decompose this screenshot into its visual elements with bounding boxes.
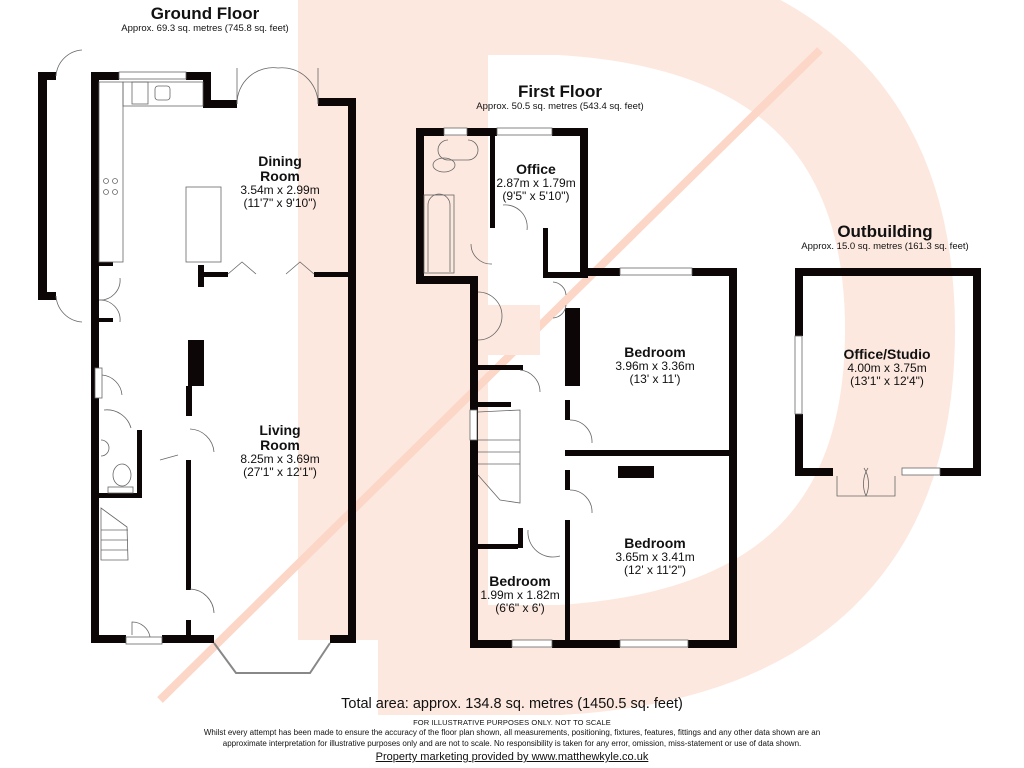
room-metric: 2.87m x 1.79m xyxy=(496,176,576,190)
room-imperial: (6'6" x 6') xyxy=(495,601,545,615)
outbuilding-area: Approx. 15.0 sq. metres (161.3 sq. feet) xyxy=(801,241,969,252)
outbuilding-title: Outbuilding xyxy=(837,222,933,241)
room-metric: 3.96m x 3.36m xyxy=(615,359,695,373)
room-name: Office xyxy=(516,161,556,177)
room-imperial: (27'1" x 12'1") xyxy=(243,465,317,479)
ground-floor-title: Ground Floor xyxy=(150,4,260,23)
disclaimer-title: FOR ILLUSTRATIVE PURPOSES ONLY. NOT TO S… xyxy=(413,718,611,727)
room-name: Bedroom xyxy=(624,535,686,551)
first-floor-fixtures xyxy=(423,127,693,648)
room-imperial: (13'1" x 12'4") xyxy=(850,374,924,388)
room-name: Dining xyxy=(258,153,302,169)
watermark-logo xyxy=(157,0,956,715)
first-floor-plan xyxy=(416,128,737,648)
room-imperial: (13' x 11') xyxy=(629,372,681,386)
room-metric: 3.54m x 2.99m xyxy=(240,183,320,197)
room-imperial: (9'5" x 5'10") xyxy=(502,189,570,203)
disclaimer: Whilst every attempt has been made to en… xyxy=(0,727,1024,749)
room-living-room: Living Room 8.25m x 3.69m (27'1" x 12'1"… xyxy=(218,423,342,479)
total-area: Total area: approx. 134.8 sq. metres (14… xyxy=(341,696,683,712)
disclaimer-line-2: approximate interpretation for illustrat… xyxy=(222,739,802,748)
ground-floor-plan xyxy=(38,72,356,643)
room-metric: 4.00m x 3.75m xyxy=(847,361,927,375)
outbuilding-plan xyxy=(795,268,981,476)
room-metric: 8.25m x 3.69m xyxy=(240,452,320,466)
room-imperial: (12' x 11'2") xyxy=(624,563,686,577)
room-name: Room xyxy=(260,437,300,453)
first-floor-heading: First Floor Approx. 50.5 sq. metres (543… xyxy=(440,82,680,113)
room-name: Office/Studio xyxy=(843,346,931,362)
room-office-studio: Office/Studio 4.00m x 3.75m (13'1" x 12'… xyxy=(812,347,962,388)
ground-floor-area: Approx. 69.3 sq. metres (745.8 sq. feet) xyxy=(121,23,289,34)
ground-floor-fixtures xyxy=(55,49,331,674)
credit-link[interactable]: Property marketing provided by www.matth… xyxy=(375,751,649,763)
room-bedroom-1: Bedroom 3.96m x 3.36m (13' x 11') xyxy=(590,345,720,386)
room-metric: 1.99m x 1.82m xyxy=(480,588,560,602)
first-floor-area: Approx. 50.5 sq. metres (543.4 sq. feet) xyxy=(476,101,644,112)
outbuilding-fixtures xyxy=(794,335,941,497)
room-dining-room: Dining Room 3.54m x 2.99m (11'7" x 9'10"… xyxy=(218,154,342,210)
first-floor-title: First Floor xyxy=(517,82,603,101)
room-bedroom-2: Bedroom 3.65m x 3.41m (12' x 11'2") xyxy=(590,536,720,577)
ground-floor-heading: Ground Floor Approx. 69.3 sq. metres (74… xyxy=(90,4,320,35)
room-name: Bedroom xyxy=(489,573,551,589)
room-name: Living xyxy=(259,422,301,438)
disclaimer-line-1: Whilst every attempt has been made to en… xyxy=(203,728,821,737)
room-office: Office 2.87m x 1.79m (9'5" x 5'10") xyxy=(490,162,582,203)
outbuilding-heading: Outbuilding Approx. 15.0 sq. metres (161… xyxy=(780,222,990,253)
room-bedroom-3: Bedroom 1.99m x 1.82m (6'6" x 6') xyxy=(474,574,566,615)
room-name: Room xyxy=(260,168,300,184)
room-imperial: (11'7" x 9'10") xyxy=(243,196,317,210)
room-metric: 3.65m x 3.41m xyxy=(615,550,695,564)
room-name: Bedroom xyxy=(624,344,686,360)
